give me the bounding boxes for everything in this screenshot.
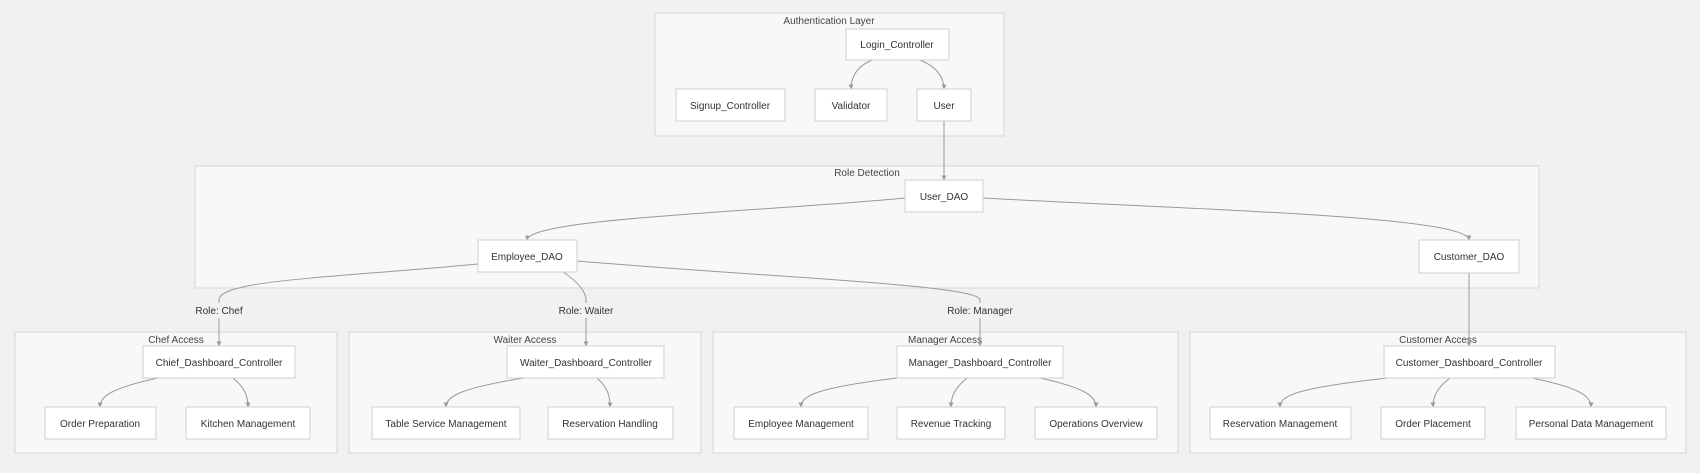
node-personal-data-management[interactable]: Personal Data Management: [1515, 406, 1667, 440]
node-user[interactable]: User: [916, 88, 972, 122]
edge-chefdash-kitchen: [232, 377, 251, 408]
node-employee-dao[interactable]: Employee_DAO: [477, 239, 578, 273]
svg-text:Revenue Tracking: Revenue Tracking: [911, 419, 992, 430]
svg-text:Operations Overview: Operations Overview: [1049, 419, 1143, 430]
node-customer-dao[interactable]: Customer_DAO: [1418, 239, 1520, 274]
svg-text:Reservation Management: Reservation Management: [1223, 419, 1338, 430]
svg-text:Manager_Dashboard_Controller: Manager_Dashboard_Controller: [909, 358, 1053, 369]
edge-login-user: [919, 59, 947, 90]
svg-text:Validator: Validator: [832, 101, 871, 112]
svg-text:Role: Chef: Role: Chef: [195, 306, 242, 317]
edge-chefdash-orderprep: [97, 377, 159, 408]
svg-text:Employee Management: Employee Management: [748, 419, 854, 430]
cluster-label-chef: Chef Access: [148, 335, 204, 346]
svg-text:Kitchen Management: Kitchen Management: [201, 419, 296, 430]
node-manager-dashboard-controller[interactable]: Manager_Dashboard_Controller: [896, 345, 1064, 379]
cluster-label-customer: Customer Access: [1399, 335, 1477, 346]
node-reservation-management[interactable]: Reservation Management: [1209, 406, 1352, 440]
svg-text:Customer_Dashboard_Controller: Customer_Dashboard_Controller: [1396, 358, 1543, 369]
svg-text:Chief_Dashboard_Controller: Chief_Dashboard_Controller: [156, 358, 283, 369]
svg-text:Personal Data Management: Personal Data Management: [1529, 419, 1654, 430]
edge-customerdash-reservationmgmt: [1277, 377, 1389, 408]
node-table-service-management[interactable]: Table Service Management: [371, 406, 521, 440]
edges: [97, 59, 1594, 408]
edge-label-role-chef: Role: Chef: [194, 303, 244, 318]
edge-userdao-employeedao: [525, 197, 906, 241]
edge-label-role-manager: Role: Manager: [947, 303, 1013, 318]
cluster-role-detection: Role Detection: [194, 165, 1540, 289]
svg-text:Table Service Management: Table Service Management: [385, 419, 506, 430]
node-order-preparation[interactable]: Order Preparation: [44, 406, 157, 440]
svg-text:Role: Manager: Role: Manager: [947, 306, 1013, 317]
edge-userdao-customerdao: [982, 197, 1472, 241]
node-reservation-handling[interactable]: Reservation Handling: [547, 406, 674, 440]
node-customer-dashboard-controller[interactable]: Customer_Dashboard_Controller: [1383, 345, 1556, 379]
edge-waiterdash-tableservice: [443, 377, 525, 408]
edge-customerdash-orderplacement: [1430, 377, 1451, 408]
cluster-label-waiter: Waiter Access: [494, 335, 557, 346]
node-user-dao[interactable]: User_DAO: [904, 179, 984, 213]
svg-text:Reservation Handling: Reservation Handling: [562, 419, 658, 430]
edge-managerdash-revenue: [948, 377, 968, 408]
node-order-placement[interactable]: Order Placement: [1380, 406, 1486, 440]
svg-text:Role: Waiter: Role: Waiter: [559, 306, 614, 317]
edge-customerdash-personaldata: [1531, 377, 1594, 408]
svg-text:Customer_DAO: Customer_DAO: [1434, 252, 1505, 263]
node-revenue-tracking[interactable]: Revenue Tracking: [896, 406, 1006, 440]
edge-managerdash-operations: [1039, 377, 1099, 408]
edge-managerdash-employeemgmt: [798, 377, 898, 408]
node-employee-management[interactable]: Employee Management: [733, 406, 869, 440]
node-login-controller[interactable]: Login_Controller: [845, 28, 950, 61]
edge-employeedao-waiterdash: [561, 270, 589, 347]
edge-employeedao-chefdash: [216, 263, 479, 347]
cluster-label-manager: Manager Access: [908, 335, 982, 346]
cluster-label-authentication: Authentication Layer: [783, 16, 875, 27]
node-kitchen-management[interactable]: Kitchen Management: [185, 406, 311, 440]
node-waiter-dashboard-controller[interactable]: Waiter_Dashboard_Controller: [506, 345, 665, 379]
edge-waiterdash-reservationhandling: [596, 377, 613, 408]
svg-text:Employee_DAO: Employee_DAO: [491, 252, 563, 263]
svg-text:Login_Controller: Login_Controller: [860, 40, 934, 51]
edge-employeedao-managerdash: [576, 260, 983, 347]
edge-label-role-waiter: Role: Waiter: [558, 303, 614, 318]
svg-text:Order Preparation: Order Preparation: [60, 419, 140, 430]
svg-text:Signup_Controller: Signup_Controller: [690, 101, 771, 112]
svg-text:Order Placement: Order Placement: [1395, 419, 1471, 430]
svg-text:Waiter_Dashboard_Controller: Waiter_Dashboard_Controller: [520, 358, 653, 369]
edge-login-validator: [848, 59, 873, 90]
svg-text:User: User: [933, 101, 955, 112]
cluster-label-role-detection: Role Detection: [834, 168, 900, 179]
node-signup-controller[interactable]: Signup_Controller: [675, 88, 786, 122]
node-chief-dashboard-controller[interactable]: Chief_Dashboard_Controller: [142, 345, 296, 379]
node-validator[interactable]: Validator: [814, 88, 888, 122]
node-operations-overview[interactable]: Operations Overview: [1034, 406, 1158, 440]
svg-text:User_DAO: User_DAO: [920, 192, 969, 203]
